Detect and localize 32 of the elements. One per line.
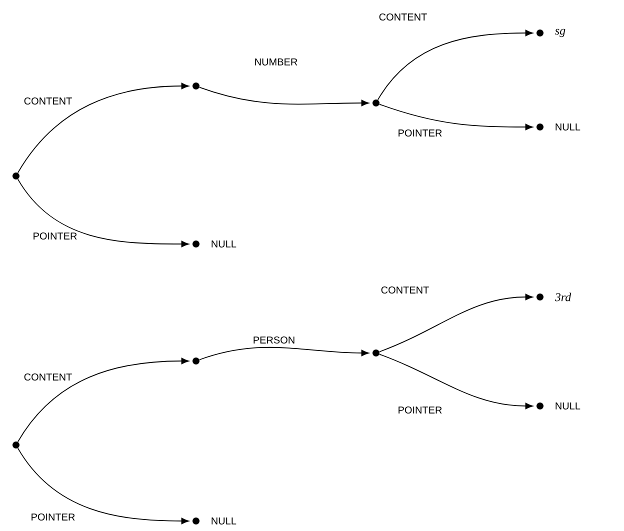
edge-label: POINTER	[32, 231, 78, 241]
leaf-label: NULL	[556, 402, 580, 410]
arrow	[379, 104, 533, 130]
leaf-label: NULL	[212, 518, 236, 524]
edge-label: POINTER	[396, 405, 444, 415]
arrow	[17, 358, 189, 442]
leaf-label: sg	[555, 28, 566, 38]
dot	[192, 82, 200, 90]
leaf-label: NULL	[212, 240, 236, 248]
edge-label: CONTENT	[380, 285, 430, 295]
edge-label: CONTENT	[22, 96, 74, 106]
dot	[372, 350, 380, 356]
dot	[372, 100, 380, 106]
edge-label: NUMBER	[253, 58, 299, 66]
arrow	[379, 294, 533, 352]
arrow	[17, 448, 189, 524]
leaf-label: 3rd	[554, 292, 572, 302]
edge-label: POINTER	[30, 512, 76, 522]
edge-label: CONTENT	[22, 372, 74, 382]
dot	[12, 172, 20, 180]
arrow	[17, 82, 189, 174]
arrow	[377, 30, 533, 100]
arrow	[379, 354, 533, 410]
dot	[192, 358, 200, 364]
edge-label: CONTENT	[378, 12, 428, 22]
leaf-label: NULL	[556, 124, 580, 130]
dot	[12, 442, 20, 448]
edge-label: POINTER	[396, 128, 444, 138]
arrow	[199, 86, 369, 106]
arrow	[199, 346, 369, 360]
arrow	[17, 178, 189, 248]
edge-label: PERSON	[252, 335, 296, 345]
